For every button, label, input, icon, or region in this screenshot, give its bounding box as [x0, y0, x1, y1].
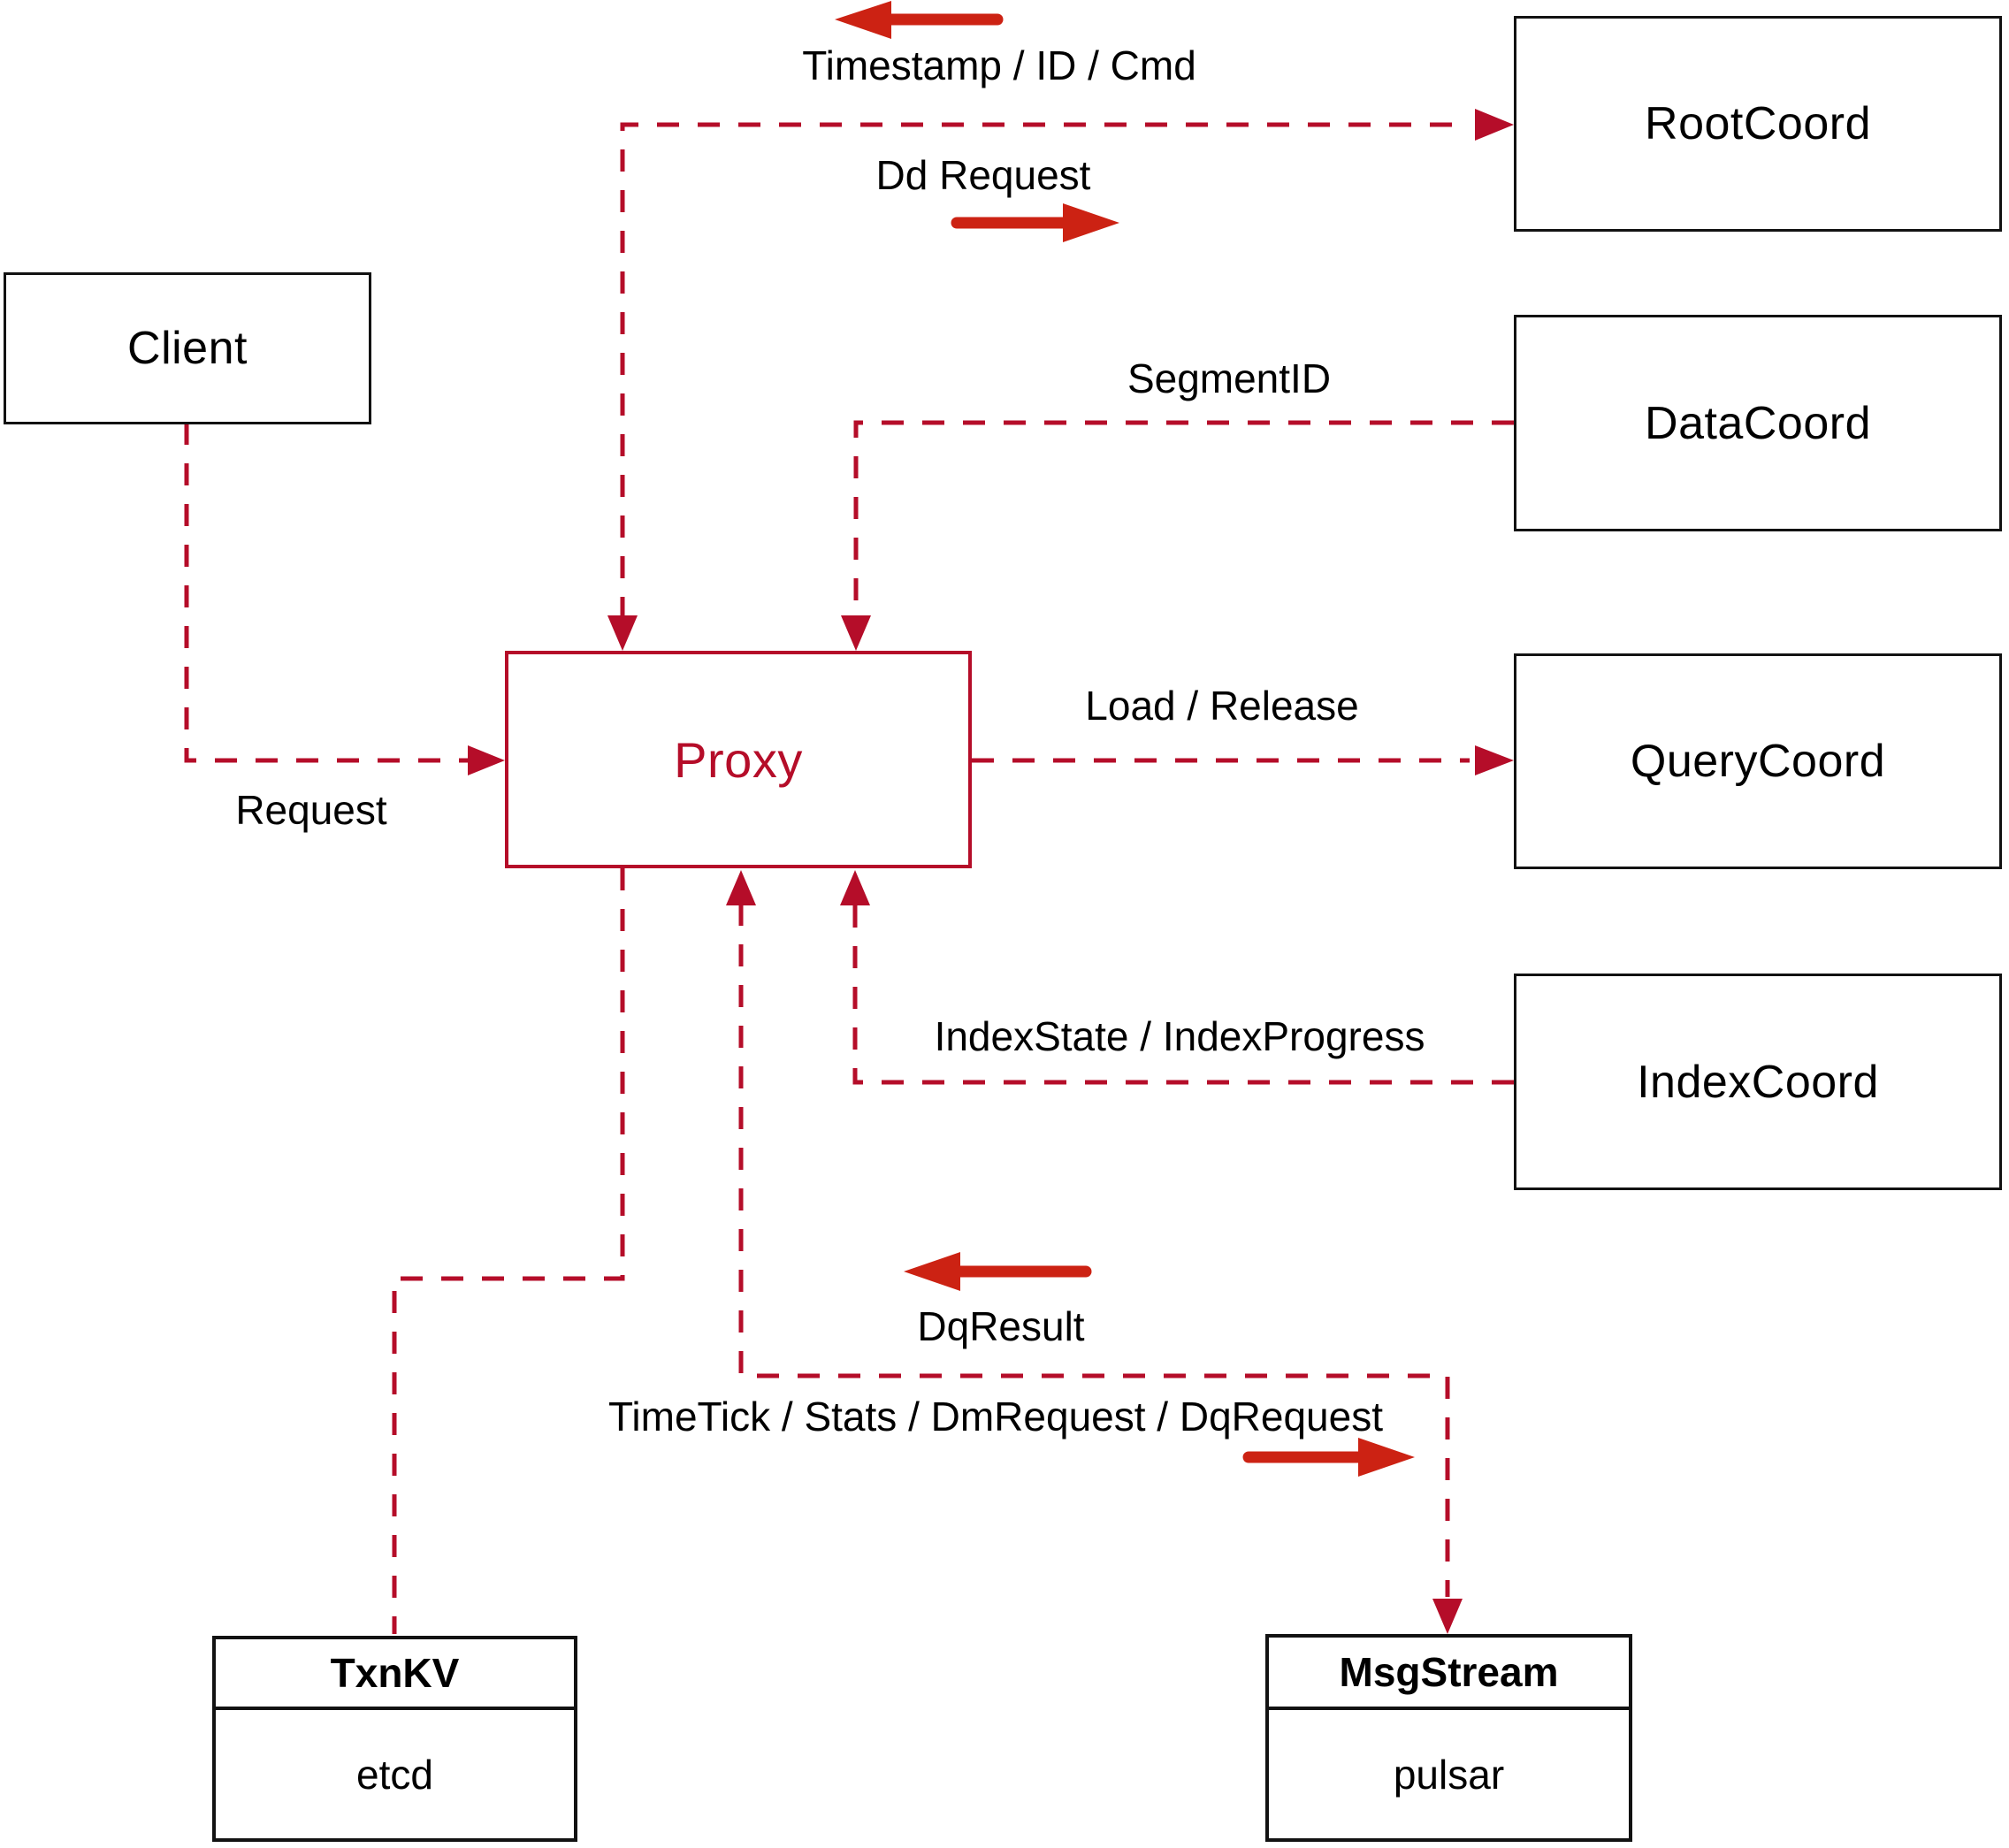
- arrowhead-into-proxy-bottom-left: [726, 870, 756, 905]
- direction-arrow-right-head-ddrequest: [1063, 203, 1119, 242]
- node-rootcoord-label: RootCoord: [1645, 98, 1871, 149]
- edge-client-to-proxy: [184, 423, 477, 763]
- direction-arrow-right-head-timetick: [1358, 1438, 1415, 1477]
- arrowhead-into-querycoord: [1475, 745, 1514, 775]
- edge-label-dd-request: Dd Request: [875, 152, 1091, 198]
- edge-label-timestamp-id-cmd: Timestamp / ID / Cmd: [802, 42, 1196, 88]
- edge-label-load-release: Load / Release: [1085, 683, 1359, 729]
- arrowhead-into-proxy-top-left: [607, 615, 638, 651]
- edge-proxy-to-txnkv: [392, 868, 625, 1634]
- arrowhead-into-proxy-top-right: [841, 615, 871, 651]
- node-proxy: Proxy: [505, 651, 972, 868]
- node-msgstream-title: MsgStream: [1269, 1638, 1629, 1710]
- direction-arrow-left-head-timestamp: [835, 1, 891, 39]
- arrowhead-into-msgstream: [1432, 1599, 1463, 1634]
- node-txnkv: TxnKV etcd: [212, 1636, 577, 1842]
- node-querycoord-label: QueryCoord: [1630, 736, 1886, 787]
- node-client: Client: [4, 272, 371, 424]
- node-querycoord: QueryCoord: [1514, 653, 2002, 869]
- direction-arrow-left-head-dqresult: [904, 1252, 960, 1291]
- node-msgstream: MsgStream pulsar: [1265, 1634, 1632, 1842]
- node-msgstream-impl: pulsar: [1393, 1751, 1505, 1798]
- node-client-label: Client: [127, 323, 248, 374]
- edge-label-indexstate-indexprogress: IndexState / IndexProgress: [934, 1013, 1425, 1059]
- edge-datacoord-to-proxy: [853, 420, 1514, 619]
- arrowhead-into-proxy-bottom-right: [840, 870, 870, 905]
- node-txnkv-title: TxnKV: [216, 1639, 574, 1710]
- node-indexcoord-label: IndexCoord: [1637, 1056, 1879, 1108]
- arrowhead-into-rootcoord: [1475, 109, 1514, 141]
- node-proxy-label: Proxy: [674, 731, 803, 788]
- arrowhead-into-proxy-left: [468, 745, 505, 775]
- node-indexcoord: IndexCoord: [1514, 974, 2002, 1190]
- node-txnkv-impl: etcd: [356, 1751, 433, 1798]
- edge-label-timetick-stats-dmrequest-dqrequest: TimeTick / Stats / DmRequest / DqRequest: [608, 1394, 1383, 1439]
- node-rootcoord: RootCoord: [1514, 16, 2002, 232]
- edge-label-request: Request: [235, 787, 387, 833]
- node-datacoord: DataCoord: [1514, 315, 2002, 531]
- edge-label-dqresult: DqResult: [917, 1303, 1085, 1349]
- edge-label-segmentid: SegmentID: [1127, 355, 1332, 401]
- node-datacoord-label: DataCoord: [1645, 397, 1871, 449]
- edge-proxy-msgstream: [738, 904, 1450, 1597]
